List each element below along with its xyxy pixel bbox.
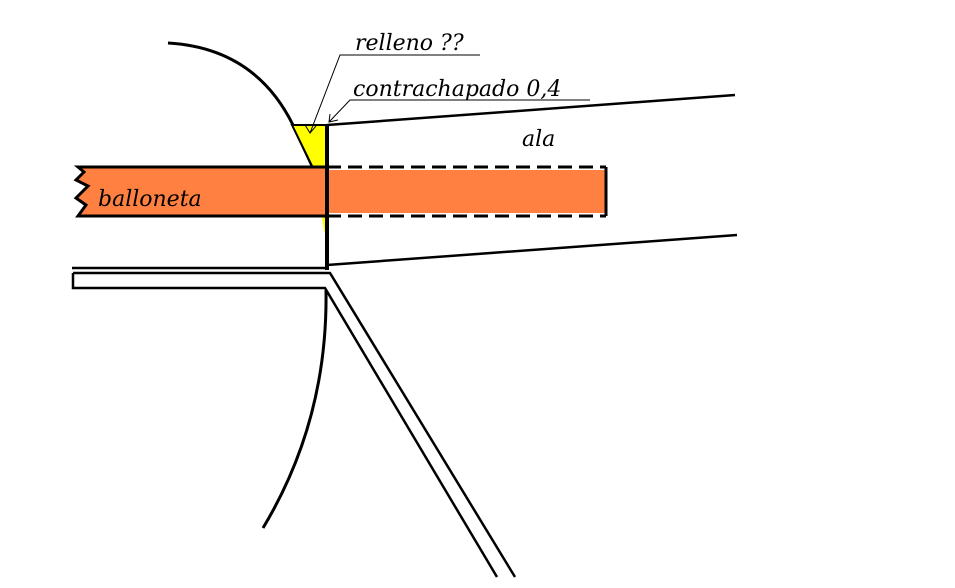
fuselage-longeron (71, 271, 517, 578)
balloneta-spar-inside-wing (327, 170, 606, 213)
wing-upper-surface (326, 93, 736, 127)
ala-label: ala (522, 127, 555, 152)
fuselage-frame-arc-lower (261, 289, 328, 529)
contrachapado-label: contrachapado 0,4 (353, 77, 561, 102)
fuselage-frame-arc-upper (167, 41, 315, 169)
relleno-leader (304, 54, 480, 134)
contrachapado-leader (328, 99, 590, 123)
relleno-label: relleno ?? (355, 31, 464, 56)
balloneta-label: balloneta (98, 187, 202, 212)
wing-lower-surface (326, 233, 738, 267)
